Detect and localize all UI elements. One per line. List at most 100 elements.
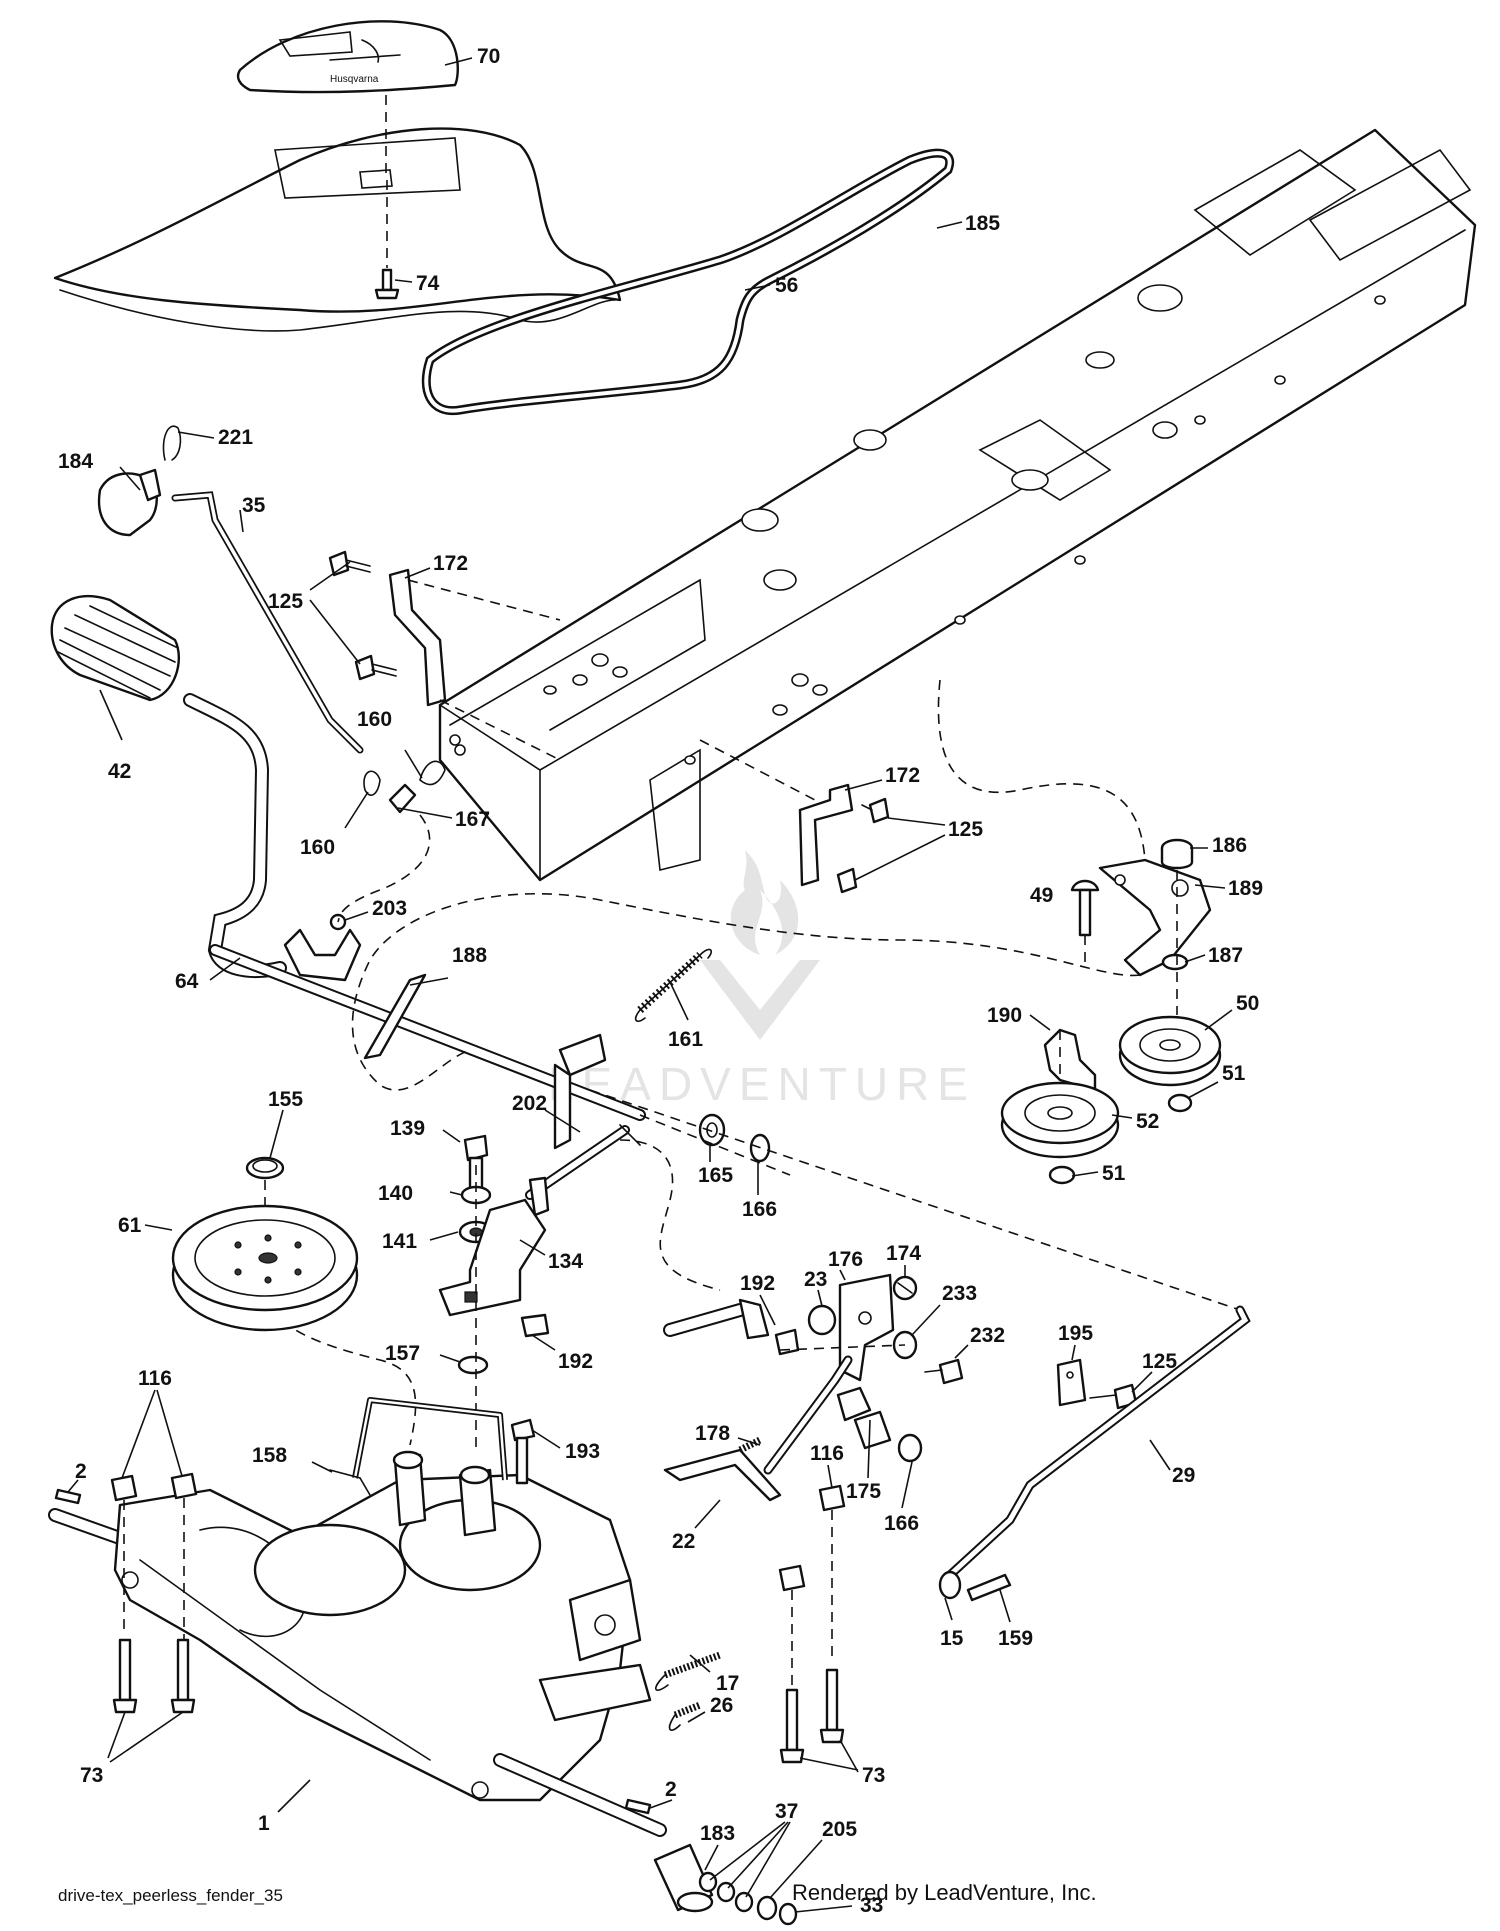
nut-51-top <box>1167 1093 1193 1113</box>
callout-155: 155 <box>268 1088 303 1111</box>
callout-125-left: 125 <box>268 590 303 613</box>
render-credit: Rendered by LeadVenture, Inc. <box>792 1880 1097 1905</box>
callout-165: 165 <box>698 1164 733 1187</box>
shift-arm-158 <box>329 1397 508 1496</box>
washer-37-c <box>734 1891 754 1913</box>
callout-116-right: 116 <box>810 1442 844 1465</box>
callout-193: 193 <box>565 1440 600 1463</box>
callout-23: 23 <box>804 1268 827 1291</box>
clip-160-a <box>419 760 446 786</box>
callout-202: 202 <box>512 1092 547 1115</box>
callout-183: 183 <box>700 1822 735 1845</box>
washer-187 <box>1161 953 1189 971</box>
nut-51-bottom <box>1048 1165 1076 1185</box>
bracket-190 <box>1043 1028 1097 1092</box>
spring-17 <box>655 1651 722 1691</box>
clip-160-b <box>363 770 381 796</box>
bolt-74 <box>374 268 400 300</box>
pedal-cap <box>97 468 162 537</box>
callout-116-left: 116 <box>138 1367 172 1390</box>
callout-52: 52 <box>1136 1110 1159 1133</box>
callout-192-left: 192 <box>558 1350 593 1373</box>
callout-160-bottom: 160 <box>300 836 335 859</box>
callout-49: 49 <box>1030 884 1053 907</box>
washer-15 <box>938 1570 962 1600</box>
bolt-232 <box>924 1358 964 1385</box>
callout-22: 22 <box>672 1530 695 1553</box>
washer-166-bottom <box>897 1433 923 1463</box>
nut-116-d <box>778 1564 806 1592</box>
callout-42: 42 <box>108 760 131 783</box>
leadventure-watermark: LEADVENTURE <box>548 850 968 1110</box>
drive-belt <box>421 148 955 416</box>
callout-221: 221 <box>218 426 253 449</box>
callout-160-top: 160 <box>357 708 392 731</box>
pedal-arm <box>183 693 287 978</box>
nut-116-b <box>170 1472 198 1500</box>
callout-61: 61 <box>118 1214 142 1237</box>
diagram-filename: drive-tex_peerless_fender_35 <box>58 1886 283 1905</box>
callout-159: 159 <box>998 1627 1033 1650</box>
callout-51-top: 51 <box>1222 1062 1246 1085</box>
pulley-61 <box>171 1204 359 1332</box>
svg-text:Husqvarna: Husqvarna <box>330 74 379 85</box>
callout-166-top: 166 <box>742 1198 777 1221</box>
callout-2-bottom: 2 <box>665 1778 677 1801</box>
bolt-125-c <box>861 797 890 824</box>
callout-185: 185 <box>965 212 1000 235</box>
washer-205 <box>756 1895 778 1921</box>
callout-35: 35 <box>242 494 266 517</box>
callout-50: 50 <box>1236 992 1259 1015</box>
bolt-73-b <box>170 1638 196 1714</box>
bolt-49 <box>1070 879 1100 937</box>
nut-192-left <box>520 1313 550 1338</box>
clip-155 <box>245 1156 285 1180</box>
callout-56: 56 <box>775 274 798 297</box>
callout-166-bottom: 166 <box>884 1512 919 1535</box>
bracket-172-right <box>798 783 854 887</box>
callout-233: 233 <box>942 1282 977 1305</box>
callout-140: 140 <box>378 1182 413 1205</box>
callout-139: 139 <box>390 1117 425 1140</box>
lever-175 <box>763 1355 892 1475</box>
callout-174: 174 <box>886 1242 921 1265</box>
callout-26: 26 <box>710 1694 733 1717</box>
callout-33: 33 <box>860 1894 883 1917</box>
rod-29 <box>945 1305 1251 1580</box>
callout-134: 134 <box>548 1250 583 1273</box>
callout-15: 15 <box>940 1627 964 1650</box>
washer-174 <box>892 1275 918 1301</box>
callout-232: 232 <box>970 1324 1005 1347</box>
callout-157: 157 <box>385 1342 420 1365</box>
bolt-73-a <box>112 1638 138 1714</box>
hair-pin-221 <box>162 425 182 461</box>
key-2-top <box>54 1488 82 1505</box>
bushing-23 <box>807 1304 837 1336</box>
callout-192-mid: 192 <box>740 1272 775 1295</box>
callout-74: 74 <box>416 272 440 295</box>
rod-202 <box>525 1124 641 1217</box>
pedal-rod <box>171 491 364 754</box>
idler-bracket-189 <box>1098 858 1212 977</box>
link-167 <box>388 783 417 814</box>
callout-186: 186 <box>1212 834 1247 857</box>
callout-203: 203 <box>372 897 407 920</box>
bracket-195 <box>1056 1358 1087 1407</box>
lever-arm <box>663 1298 770 1340</box>
washer-37-a <box>698 1871 718 1893</box>
pedal-pad <box>50 595 180 702</box>
pulley-50 <box>1118 1015 1222 1087</box>
callout-172-right: 172 <box>885 764 920 787</box>
callout-167: 167 <box>455 808 490 831</box>
bolt-73-d <box>819 1668 845 1744</box>
callout-37: 37 <box>775 1800 798 1823</box>
bolt-73-c <box>779 1688 805 1764</box>
spring-26 <box>668 1701 702 1731</box>
bracket-172-left <box>388 568 447 707</box>
chassis-frame <box>438 128 1477 882</box>
callout-1: 1 <box>258 1812 270 1835</box>
callout-64: 64 <box>175 970 199 993</box>
bolt-193 <box>510 1418 536 1485</box>
bolt-125-d <box>836 867 858 894</box>
